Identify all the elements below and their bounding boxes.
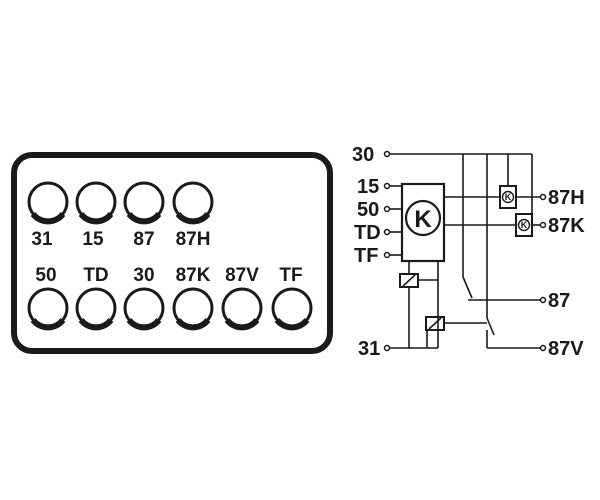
terminal-label-15: 15 <box>357 176 379 198</box>
control-unit: K <box>400 182 446 263</box>
pin-socket-31 <box>27 181 69 225</box>
terminal-label-tf: TF <box>354 245 378 267</box>
pin-socket-15 <box>75 181 117 225</box>
pin-label-87k: 87K <box>176 265 211 286</box>
pin-socket-87k <box>172 287 214 331</box>
relay-switch-87v <box>486 317 495 336</box>
relay-switch-87 <box>462 276 473 299</box>
pin-label-15: 15 <box>82 229 104 250</box>
pin-label-tf: TF <box>279 265 302 286</box>
terminal-dot-50 <box>383 205 391 213</box>
pin-label-30: 30 <box>133 265 154 286</box>
terminal-dot-87 <box>539 296 547 304</box>
pin-label-87v: 87V <box>225 265 259 286</box>
mini-relay-87k-symbol: K <box>521 220 528 230</box>
output-label-87k: 87K <box>548 215 585 237</box>
terminal-label-30: 30 <box>352 144 374 166</box>
mini-relay-87k: K <box>515 213 533 237</box>
terminal-dot-tf <box>383 251 391 259</box>
pin-socket-87 <box>123 181 165 225</box>
pin-label-50: 50 <box>35 265 56 286</box>
terminal-dot-31 <box>383 344 391 352</box>
pin-socket-50 <box>27 287 69 331</box>
terminal-label-31: 31 <box>358 338 380 360</box>
relay-coil-2 <box>425 316 445 331</box>
terminal-dot-15 <box>383 182 391 190</box>
terminal-dots-left <box>383 150 391 352</box>
connector-pin-layout: 31 15 87 87H 50 TD 30 87K 87V TF <box>11 152 333 354</box>
terminal-dot-td <box>383 228 391 236</box>
relay-coil-1 <box>399 273 419 288</box>
mini-relay-87h-symbol: K <box>505 192 512 202</box>
pin-socket-30 <box>123 287 165 331</box>
terminal-dot-30 <box>383 150 391 158</box>
terminal-label-50: 50 <box>357 199 379 221</box>
relay-schematic: 30 15 50 TD TF 31 <box>352 144 585 360</box>
pin-label-td: TD <box>83 265 108 286</box>
pin-socket-td <box>75 287 117 331</box>
schematic-wiring <box>390 153 540 349</box>
pin-socket-tf <box>271 287 313 331</box>
connector-housing <box>11 152 333 354</box>
mini-relay-87h: K <box>499 185 517 209</box>
control-unit-symbol: K <box>414 206 432 233</box>
output-label-87h: 87H <box>548 187 585 209</box>
pin-socket-87v <box>221 287 263 331</box>
terminal-dot-87v <box>539 344 547 352</box>
pin-socket-87h <box>172 181 214 225</box>
terminal-dots-right <box>539 193 547 352</box>
terminal-label-td: TD <box>354 222 381 244</box>
output-label-87: 87 <box>548 290 570 312</box>
output-label-87v: 87V <box>548 338 584 360</box>
pin-label-87h: 87H <box>176 229 211 250</box>
terminal-dot-87k <box>539 221 547 229</box>
pin-label-87: 87 <box>133 229 154 250</box>
pin-label-31: 31 <box>31 229 53 250</box>
terminal-dot-87h <box>539 193 547 201</box>
